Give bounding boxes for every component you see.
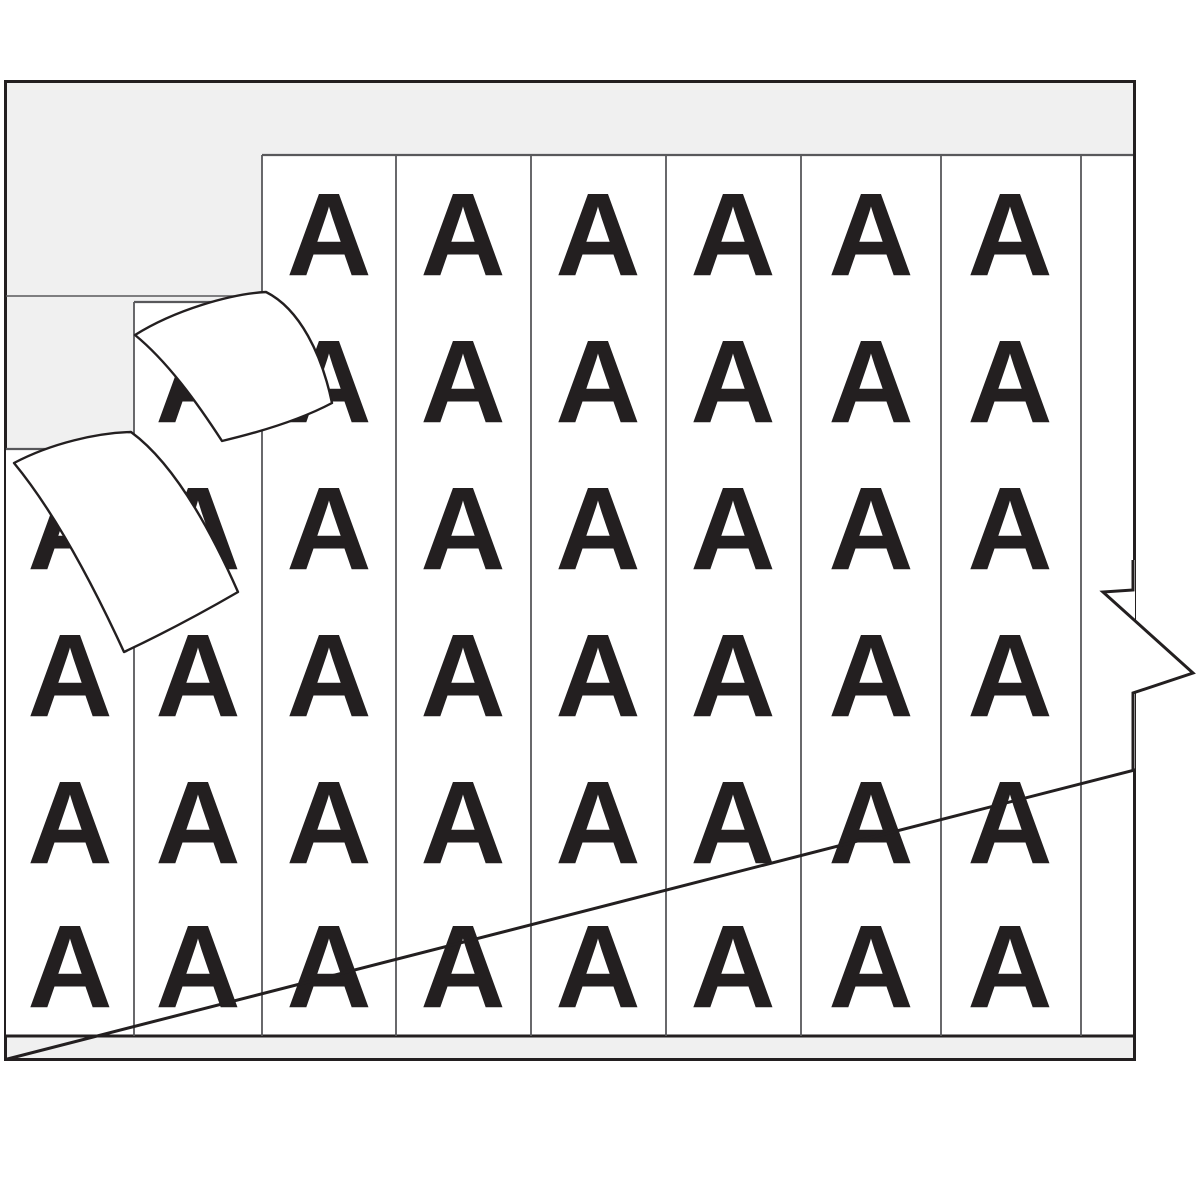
label-cell[interactable]: A	[420, 610, 505, 742]
label-cell[interactable]: A	[420, 316, 505, 448]
label-cell[interactable]: A	[155, 901, 240, 1033]
label-cell[interactable]: A	[27, 757, 112, 889]
label-cell[interactable]: A	[555, 757, 640, 889]
label-cell[interactable]: A	[286, 169, 371, 301]
outer-frame	[5, 80, 1136, 1061]
label-cell[interactable]: A	[828, 169, 913, 301]
peeling-label-2[interactable]	[12, 430, 240, 654]
arrow-notch-fill	[1103, 560, 1193, 760]
label-cell[interactable]: A	[555, 316, 640, 448]
label-row-1: A A A A A A	[286, 169, 1052, 301]
label-cell[interactable]: A	[286, 757, 371, 889]
label-cell[interactable]: A	[828, 757, 913, 889]
peeling-label-1[interactable]	[133, 290, 334, 443]
label-cell[interactable]: A	[286, 901, 371, 1033]
label-cell[interactable]: A	[690, 316, 775, 448]
label-cell[interactable]: A	[690, 901, 775, 1033]
label-cell[interactable]: A	[27, 901, 112, 1033]
label-cell[interactable]: A	[420, 463, 505, 595]
label-row-4: A A A A A A A A	[27, 610, 1052, 742]
label-cell[interactable]: A	[27, 610, 112, 742]
arrow-notch-icon	[1099, 560, 1196, 770]
label-cell[interactable]: A	[967, 463, 1052, 595]
label-cell[interactable]: A	[828, 316, 913, 448]
label-cell[interactable]: A	[155, 610, 240, 742]
label-cell[interactable]: A	[555, 610, 640, 742]
label-cell[interactable]: A	[828, 610, 913, 742]
label-cell[interactable]: A	[420, 901, 505, 1033]
label-cell[interactable]: A	[967, 316, 1052, 448]
label-cell[interactable]: A	[690, 757, 775, 889]
label-cell[interactable]: A	[967, 757, 1052, 889]
label-cell[interactable]: A	[690, 463, 775, 595]
label-cell[interactable]: A	[555, 901, 640, 1033]
label-cell[interactable]: A	[967, 610, 1052, 742]
label-cell[interactable]: A	[967, 901, 1052, 1033]
label-cell[interactable]: A	[967, 169, 1052, 301]
label-cell[interactable]: A	[828, 901, 913, 1033]
label-cell[interactable]: A	[555, 169, 640, 301]
label-cell[interactable]: A	[155, 757, 240, 889]
label-row-6: A A A A A A A A	[27, 901, 1052, 1033]
label-cell[interactable]: A	[286, 610, 371, 742]
label-cell[interactable]: A	[690, 610, 775, 742]
label-cell[interactable]: A	[555, 463, 640, 595]
label-cell[interactable]: A	[420, 169, 505, 301]
label-cell[interactable]: A	[828, 463, 913, 595]
label-cell[interactable]: A	[286, 463, 371, 595]
label-cell[interactable]: A	[420, 757, 505, 889]
label-sheet-upper	[134, 155, 1135, 449]
label-cell[interactable]: A	[690, 169, 775, 301]
